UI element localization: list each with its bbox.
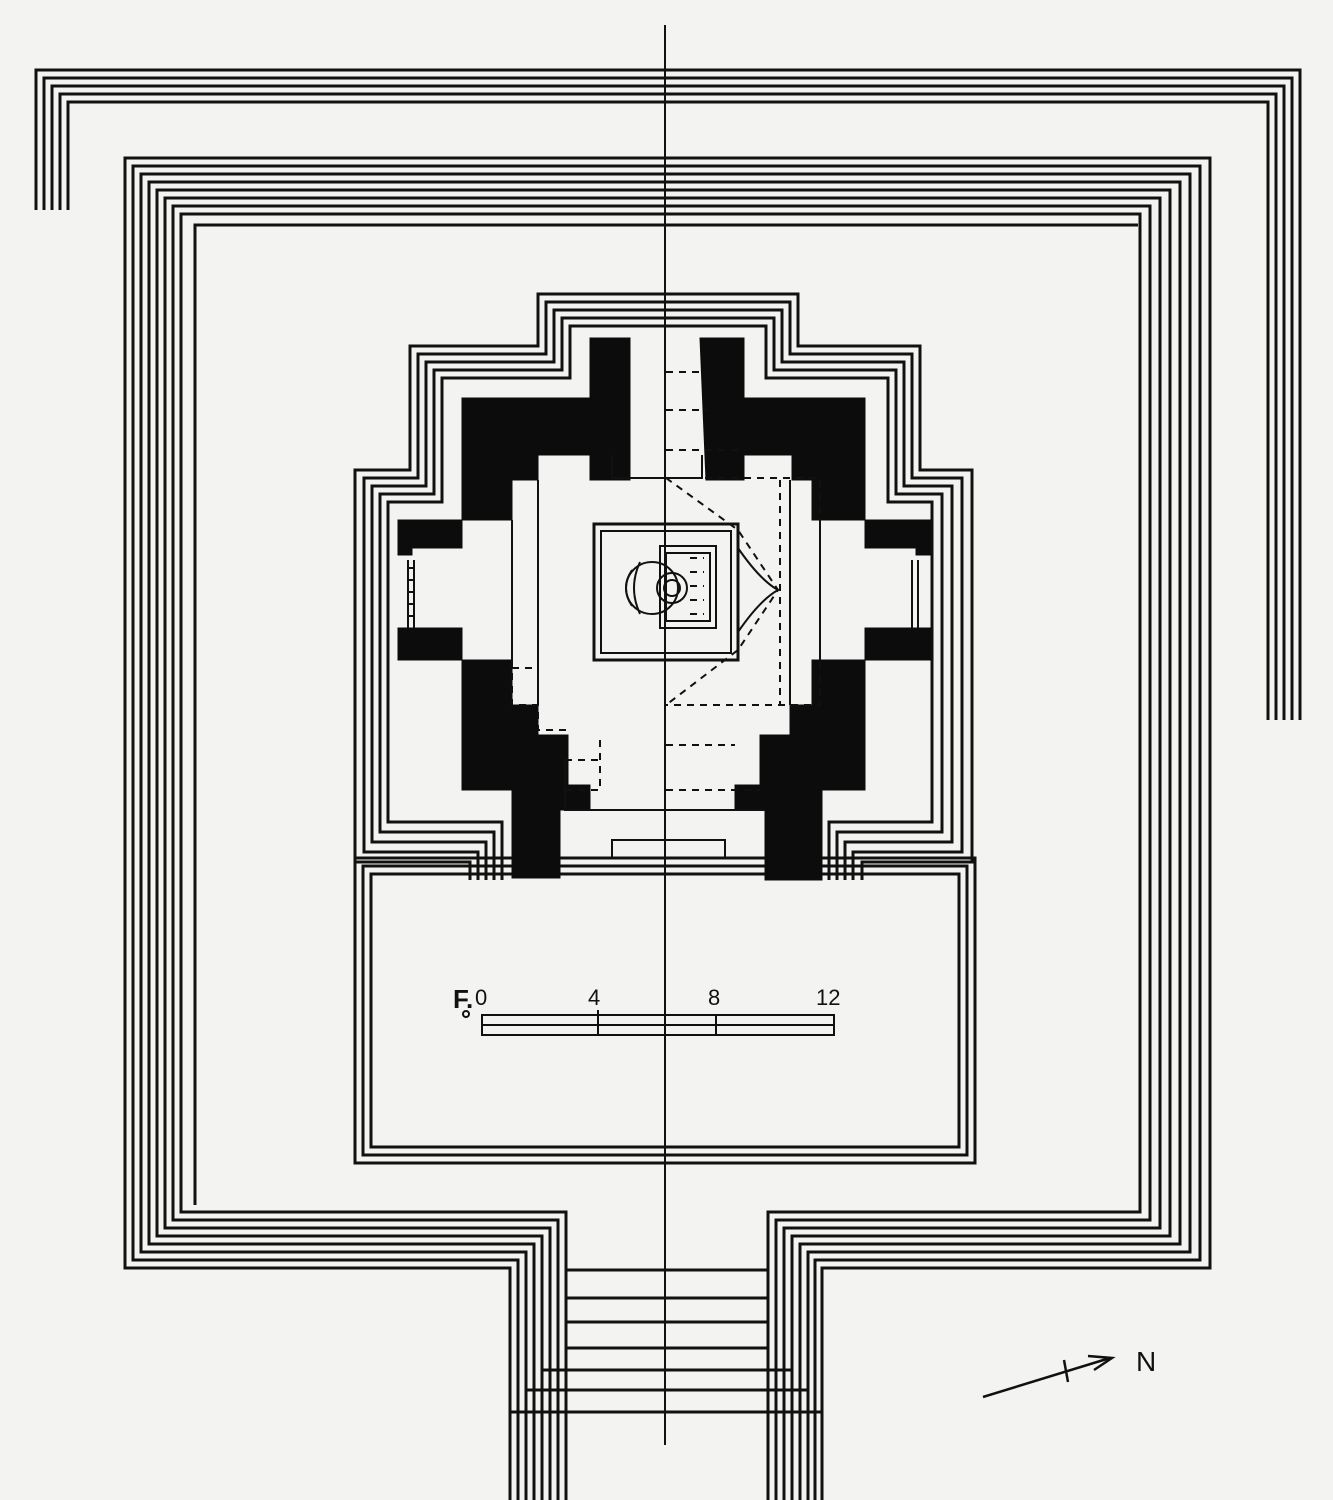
outer-enclosure-lines	[34, 68, 1302, 720]
hidden-structure-lines	[511, 371, 821, 791]
north-arrow-icon	[982, 1354, 1116, 1399]
north-label: N	[1136, 1346, 1157, 1377]
scale-unit-label: F.	[453, 984, 474, 1014]
shrine-walls	[397, 337, 931, 881]
scale-bar	[462, 1010, 835, 1036]
shrine-mouldings	[353, 292, 974, 880]
side-doorways	[407, 520, 919, 660]
lotus-pedestal	[625, 545, 717, 629]
scale-tick-label: 8	[708, 985, 721, 1010]
scale-tick-label: 0	[475, 985, 488, 1010]
scale-tick-label: 12	[816, 985, 841, 1010]
scale-tick-label: 4	[588, 985, 601, 1010]
